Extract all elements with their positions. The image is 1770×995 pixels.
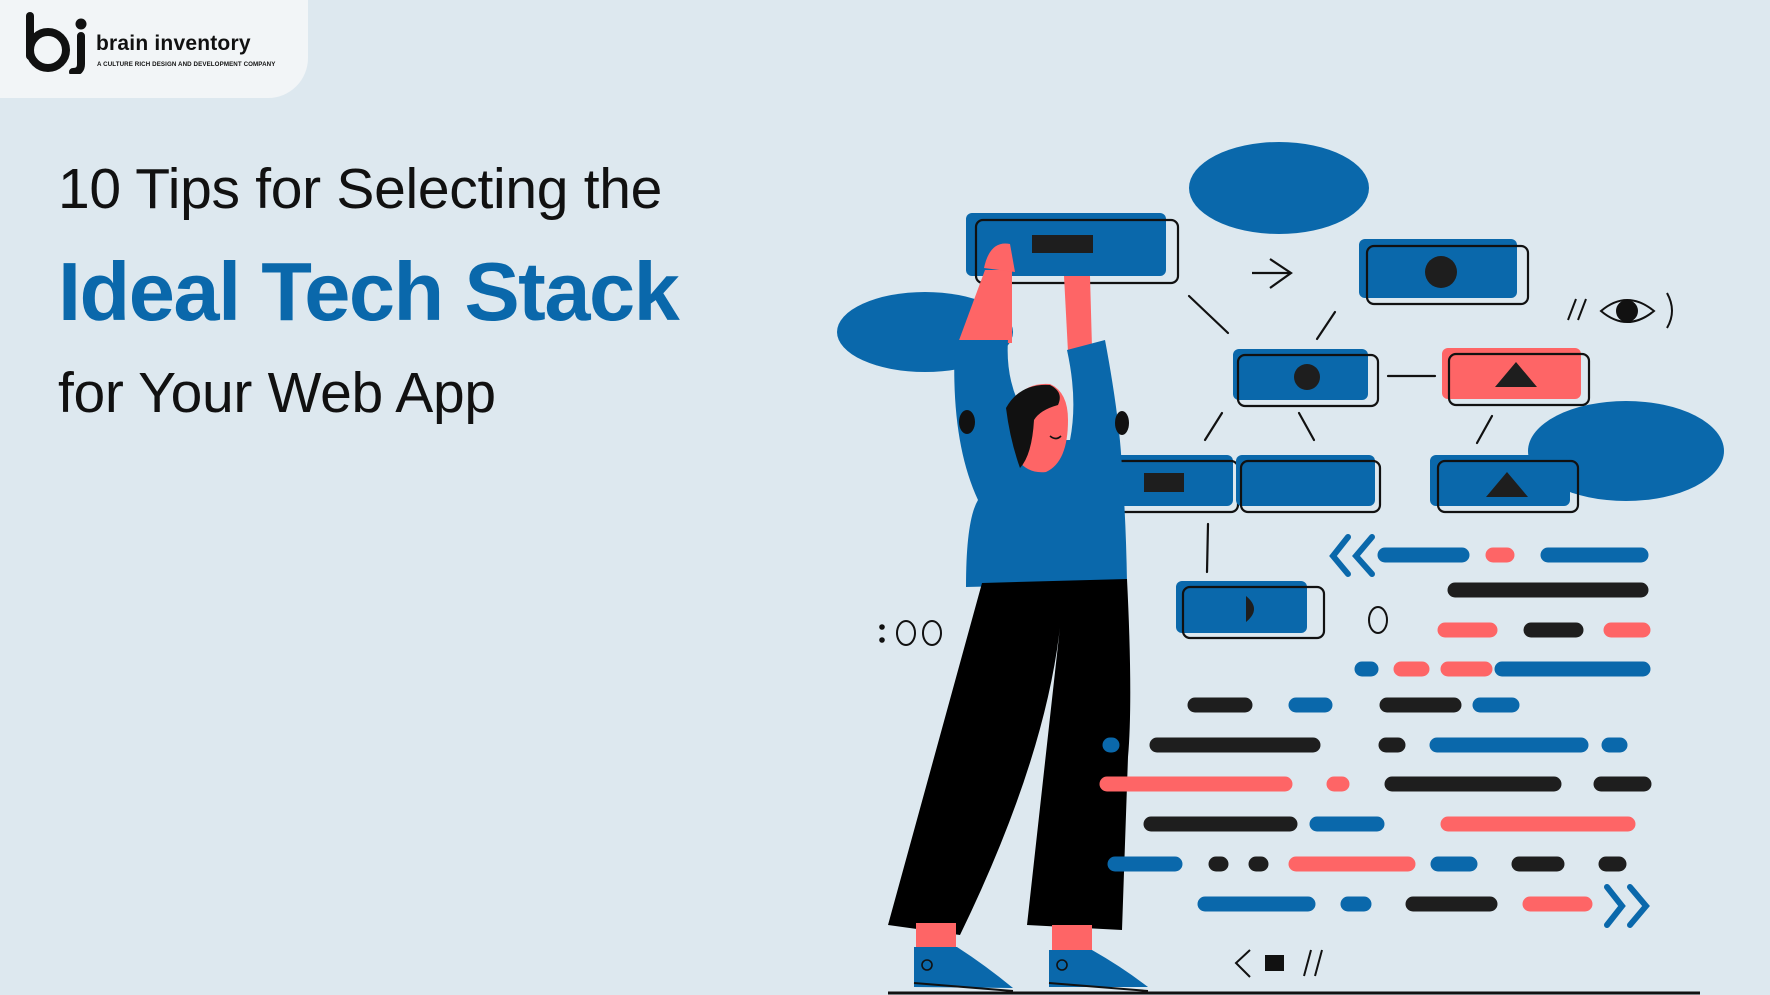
- diagram-connectors: [1187, 294, 1494, 574]
- diagram-box-dot-right: [1359, 239, 1530, 306]
- code-bottom-symbol: [1234, 949, 1323, 978]
- brain-inventory-logo-icon: [26, 12, 87, 74]
- code-lines: [1099, 547, 1652, 912]
- diagram-box-triangle-coral: [1442, 348, 1591, 407]
- double-chevron-right-icon: [1604, 884, 1650, 928]
- double-chevron-left-icon: [1329, 534, 1375, 577]
- headline-line-3: for Your Web App: [58, 361, 496, 425]
- eye-icon: [1567, 292, 1673, 329]
- headline-line-2-highlight: Ideal Tech Stack: [58, 245, 680, 338]
- brand-tagline: A CULTURE RICH DESIGN AND DEVELOPMENT CO…: [97, 61, 276, 68]
- diagram-box-left: [1103, 455, 1240, 514]
- person-figure: [888, 243, 1149, 992]
- headline-line-1: 10 Tips for Selecting the: [58, 157, 663, 221]
- diagram-box-dot-center: [1233, 349, 1380, 408]
- zero-symbol: [1368, 606, 1388, 634]
- arrow-right-icon: [1252, 258, 1293, 289]
- brand-logo-card: brain inventory A CULTURE RICH DESIGN AN…: [0, 0, 308, 98]
- diagram-box-empty: [1236, 455, 1382, 514]
- diagram-box-triangle-blue: [1430, 455, 1580, 514]
- brand-name: brain inventory: [96, 32, 251, 55]
- colon-zeros-symbol: [879, 620, 942, 646]
- diagram-box-halfmoon: [1176, 581, 1326, 640]
